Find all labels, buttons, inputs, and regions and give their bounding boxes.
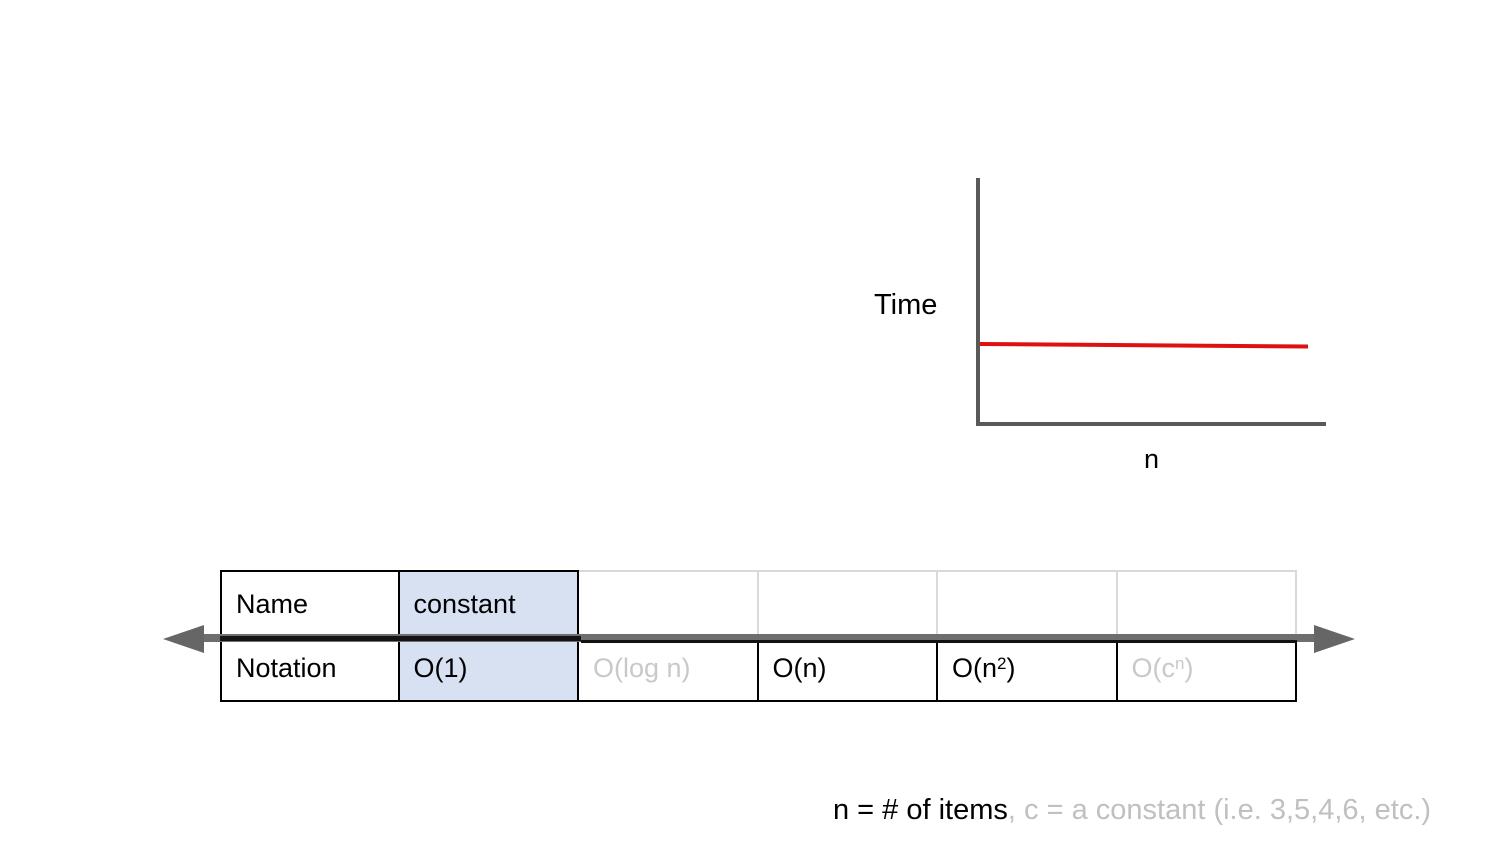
arrow-right-head-icon	[1314, 625, 1355, 653]
caption: n = # of items, c = a constant (i.e. 3,5…	[833, 794, 1431, 827]
notation-text: O(n	[952, 652, 998, 683]
notation-text: O(c	[1131, 652, 1176, 683]
table-cell-constant: constant	[399, 570, 579, 636]
table-cell-name-empty-4	[1117, 570, 1297, 636]
table-cell-name-empty-2	[758, 570, 938, 636]
table-cell-name-empty-1	[579, 570, 759, 636]
table-cell-name-empty-3	[938, 570, 1118, 636]
table-cell-o1: O(1)	[399, 636, 579, 702]
chart-x-axis-label: n	[1144, 444, 1160, 474]
constant-line-series	[979, 342, 1309, 349]
arrow-left-head-icon	[163, 625, 204, 653]
table-cell-notation-header: Notation	[220, 636, 400, 702]
notation-text: O(n)	[772, 652, 827, 683]
table-row-divider-dark	[220, 636, 581, 641]
constant-time-chart	[976, 178, 1326, 426]
table-row-divider-thin	[581, 640, 1297, 643]
complexity-table: Name constant Notation O(1) O(log n) O(n…	[220, 570, 1297, 702]
table-cell-ologn: O(log n)	[579, 636, 759, 702]
chart-y-axis-label: Time	[874, 289, 938, 321]
caption-primary: n = # of items	[833, 794, 1008, 826]
table-cell-name-header: Name	[220, 570, 400, 636]
arrow-shaft	[197, 634, 1317, 642]
table-cell-on: O(n)	[758, 636, 938, 702]
caption-secondary: , c = a constant (i.e. 3,5,4,6, etc.)	[1007, 794, 1432, 826]
notation-text: O(1)	[413, 652, 468, 683]
notation-text: O(log n)	[593, 652, 691, 683]
